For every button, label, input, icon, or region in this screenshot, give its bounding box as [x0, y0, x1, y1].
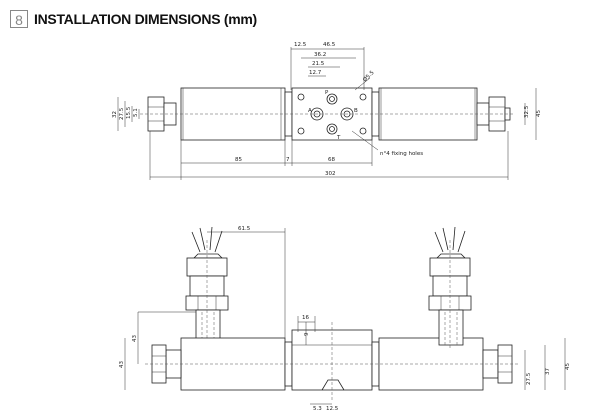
- bottom-view: 61.5 43 43 16 9 5.3 12.5 27.5 37 45: [119, 226, 571, 412]
- dim-43-outer: 43: [119, 361, 125, 368]
- dim-12-7: 12.7: [309, 70, 322, 76]
- port-t: [326, 123, 338, 135]
- port-label-t: T: [336, 135, 341, 141]
- dim-61-5: 61.5: [238, 226, 251, 232]
- right-cable-wires: [434, 226, 466, 253]
- section-number-badge: 8: [10, 10, 28, 28]
- dim-21-5: 21.5: [312, 61, 325, 67]
- valve-port-cut: [321, 379, 345, 391]
- fixing-holes-note: n°4 fixing holes: [380, 151, 423, 157]
- dim-5-3: 5.3: [313, 406, 322, 412]
- dim-46-5: 46.5: [323, 42, 336, 48]
- dim-5-1: 5.1: [133, 108, 139, 117]
- dim-37: 37: [545, 368, 551, 375]
- top-view: P A B T 12.5 46.5 36.2 21.5 12.7 Ø5.5 32…: [112, 42, 542, 180]
- port-label-b: B: [354, 108, 358, 114]
- port-label-p: P: [325, 90, 329, 96]
- dim-15-5: 15.5: [126, 106, 132, 119]
- dim-36-2: 36.2: [314, 52, 326, 58]
- dim-dia-5-5: Ø5.5: [361, 69, 376, 84]
- dim-68: 68: [328, 157, 335, 163]
- dim-7: 7: [286, 157, 290, 163]
- port-label-a: A: [308, 108, 312, 114]
- dim-12-5: 12.5: [294, 42, 307, 48]
- section-header: 8 INSTALLATION DIMENSIONS (mm): [10, 8, 257, 30]
- dim-43-left: 43: [132, 335, 138, 342]
- section-title: INSTALLATION DIMENSIONS (mm): [34, 11, 257, 27]
- dim-12-5-bottom: 12.5: [326, 406, 339, 412]
- dim-27-5-bottom: 27.5: [526, 372, 532, 385]
- dim-32-5: 32.5: [524, 105, 530, 118]
- dim-32: 32: [112, 111, 118, 118]
- dim-27-5: 27.5: [119, 107, 125, 120]
- dim-302: 302: [325, 171, 336, 177]
- dim-45-bottom: 45: [565, 363, 571, 370]
- left-end-nut-side: [151, 344, 167, 384]
- dim-16: 16: [302, 315, 309, 321]
- dim-85: 85: [235, 157, 242, 163]
- dim-45: 45: [536, 110, 542, 117]
- port-p: [326, 93, 338, 105]
- dim-9: 9: [304, 332, 310, 336]
- left-cable-wires: [191, 226, 223, 253]
